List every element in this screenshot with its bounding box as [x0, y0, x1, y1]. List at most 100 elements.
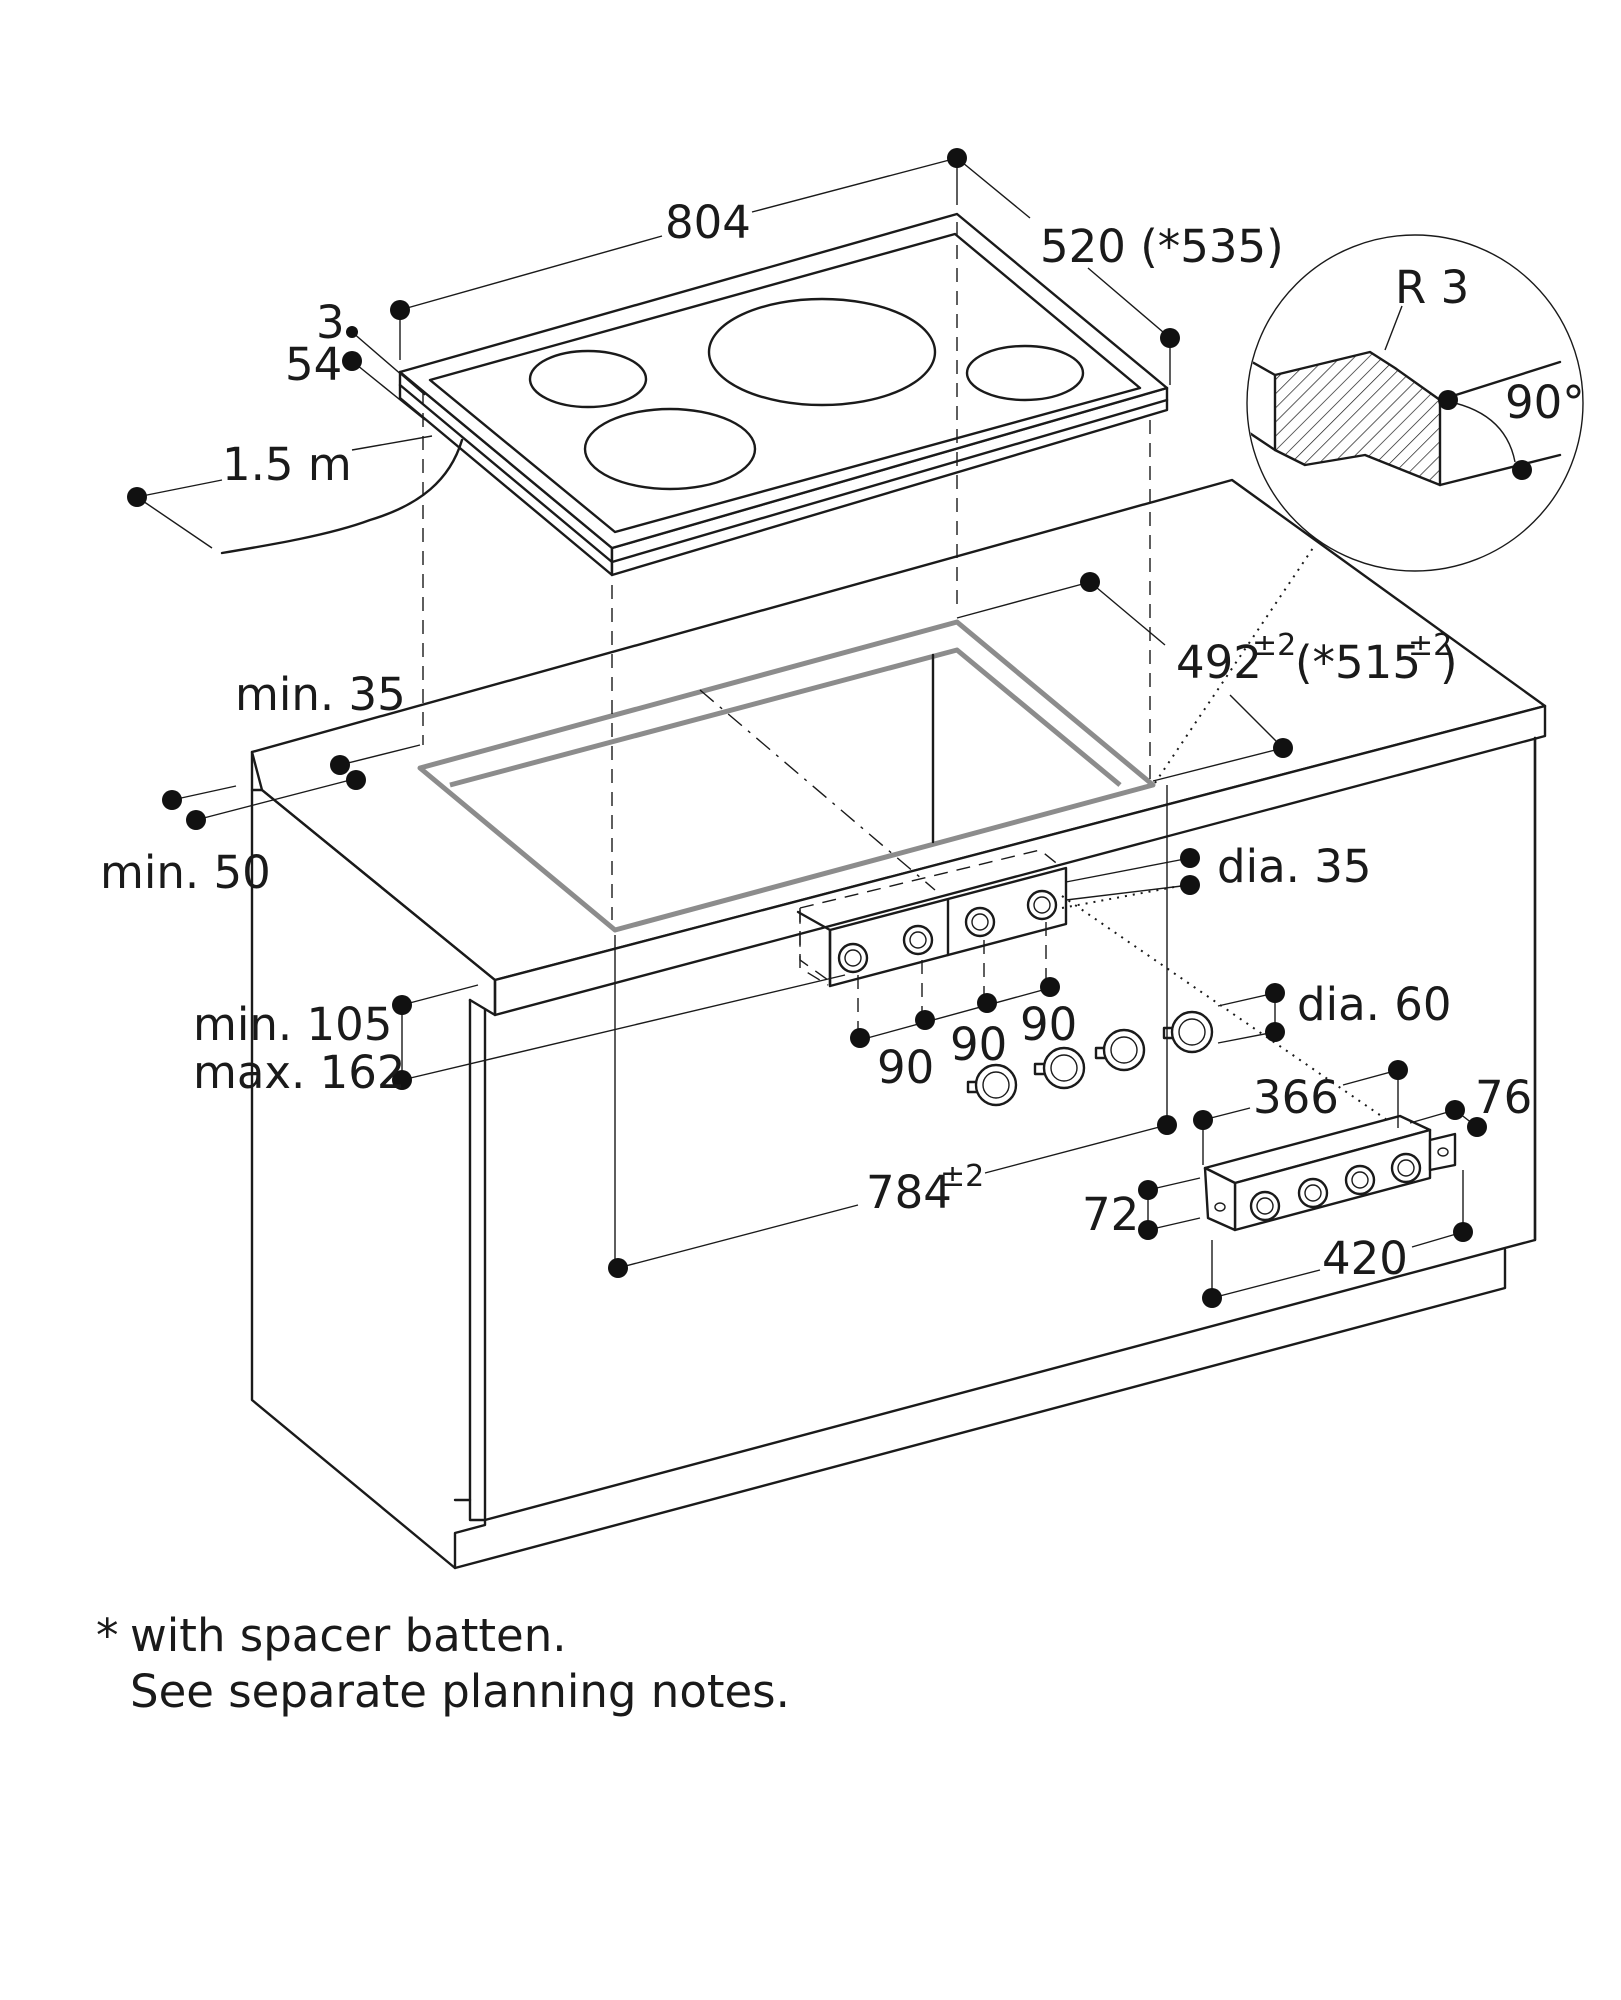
knob-large-3 — [1094, 1028, 1146, 1072]
dimension-labels: 804 520 (*535) 3 54 1.5 m R 3 90° 492 ±2… — [100, 196, 1585, 1285]
label-radius-r3: R 3 — [1395, 261, 1469, 314]
cabinet — [250, 478, 1547, 1570]
label-cutout-depth-alt: (*515 — [1295, 636, 1421, 689]
label-dim-72: 72 — [1082, 1188, 1139, 1241]
r3-leader — [1384, 305, 1403, 351]
label-min-105: min. 105 — [193, 998, 392, 1051]
dim-point — [1453, 1222, 1473, 1242]
edge-detail-circle — [1246, 234, 1584, 572]
dim-point — [1445, 1100, 1465, 1120]
knob-small-1 — [837, 942, 869, 974]
dim-point — [346, 326, 358, 338]
label-min-35: min. 35 — [235, 668, 406, 721]
control-module-mounted — [796, 849, 1068, 1035]
label-min-50: min. 50 — [100, 846, 271, 899]
module-dashed-left — [799, 908, 829, 986]
dim-point — [127, 487, 147, 507]
dim-point — [1265, 983, 1285, 1003]
dimension-lines — [136, 157, 1478, 1299]
module2-knob-3 — [1344, 1164, 1376, 1196]
label-cutout-width: 784 — [866, 1166, 952, 1219]
dim-point — [977, 993, 997, 1013]
hob-frame-line-2 — [610, 398, 1169, 564]
label-depth-520: 520 (*535) — [1040, 220, 1284, 273]
cabinet-left-side — [250, 788, 457, 1570]
hob-glass-inner — [428, 232, 1142, 534]
dim-point — [392, 1070, 412, 1090]
label-spacing-90-b: 90 — [950, 1018, 1007, 1071]
cooking-zone-large — [707, 297, 937, 407]
footnote-line-1: *with spacer batten. — [96, 1608, 790, 1664]
dim-point — [1040, 977, 1060, 997]
cutout — [417, 619, 1156, 933]
worktop-section-bottom — [1438, 453, 1562, 487]
label-dim-366: 366 — [1253, 1071, 1339, 1124]
worktop-left-edge — [260, 788, 497, 1017]
dim-point — [392, 995, 412, 1015]
worktop-section-hatch — [1275, 352, 1440, 485]
label-dim-76: 76 — [1475, 1071, 1532, 1124]
control-knobs-large — [966, 1010, 1214, 1107]
knob-large-1 — [966, 1063, 1018, 1107]
dim-point — [346, 770, 366, 790]
cabinet-plinth — [453, 1248, 1507, 1570]
dim-point — [1193, 1110, 1213, 1130]
module2-left-bracket — [1203, 1166, 1237, 1232]
dim-point — [1467, 1117, 1487, 1137]
footnote-marker: * — [96, 1609, 119, 1662]
module2-screw-left — [1214, 1202, 1226, 1212]
module2-knob-4 — [1390, 1152, 1422, 1184]
dim-point — [1180, 875, 1200, 895]
induction-hob — [220, 212, 1169, 577]
module2-screw-right — [1437, 1147, 1449, 1157]
label-max-162: max. 162 — [193, 1046, 406, 1099]
dim-point — [1202, 1288, 1222, 1308]
cutout-outer — [417, 619, 1156, 933]
hob-frame-line — [398, 383, 614, 564]
knob-small-2 — [902, 924, 934, 956]
dim-point — [1273, 738, 1293, 758]
module-left-cap — [796, 910, 832, 988]
label-cable-length: 1.5 m — [222, 438, 352, 491]
dim-point — [1388, 1060, 1408, 1080]
cutout-inner — [449, 647, 1122, 788]
dim-point — [947, 148, 967, 168]
dim-point — [850, 1028, 870, 1048]
control-module-detached — [1203, 1114, 1457, 1232]
knob-large-4 — [1162, 1010, 1214, 1054]
label-spacing-90-c: 90 — [1020, 998, 1077, 1051]
label-dia-60: dia. 60 — [1297, 978, 1452, 1031]
dim-point — [330, 755, 350, 775]
worktop-section-cut — [1273, 373, 1442, 487]
dim-point — [1265, 1022, 1285, 1042]
projection-lines — [422, 222, 1151, 1263]
knob-large-2 — [1033, 1046, 1086, 1090]
dim-point — [1512, 460, 1532, 480]
dim-point — [1080, 572, 1100, 592]
label-cutout-width-tol: ±2 — [940, 1159, 984, 1194]
footnote-text-2: See separate planning notes. — [130, 1665, 790, 1718]
label-dia-35: dia. 35 — [1217, 840, 1372, 893]
knob-small-3 — [964, 906, 996, 938]
module2-knob-2 — [1297, 1177, 1329, 1209]
dim-point — [1138, 1220, 1158, 1240]
label-cutout-depth: 492 — [1176, 636, 1262, 689]
power-cable — [220, 438, 464, 555]
dim-point — [608, 1258, 628, 1278]
dim-point — [915, 1010, 935, 1030]
module2-knob-1 — [1249, 1190, 1281, 1222]
label-cutout-depth-alt-tol: ±2 — [1408, 628, 1452, 663]
cooking-zone-left-front — [583, 407, 757, 491]
dim-point — [1138, 1180, 1158, 1200]
label-spacing-90-a: 90 — [877, 1041, 934, 1094]
label-thickness-3: 3 — [316, 296, 345, 349]
dim-point — [186, 810, 206, 830]
label-width-804: 804 — [665, 196, 751, 249]
dim-point — [1160, 328, 1180, 348]
knob-small-4 — [1026, 889, 1058, 921]
dim-point — [1180, 848, 1200, 868]
dim-point — [162, 790, 182, 810]
cooking-zone-left-back — [528, 349, 648, 409]
leader-dia35 — [1061, 884, 1186, 909]
